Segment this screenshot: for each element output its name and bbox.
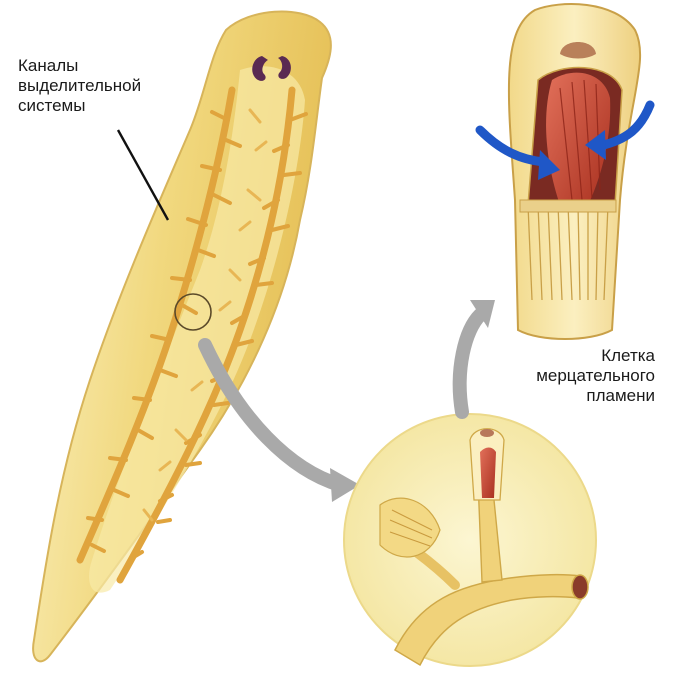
flame-cell-label-line-1: Клетка <box>536 346 655 366</box>
flame-cell-label-line-3: пламени <box>536 386 655 406</box>
enlarged-flame-cell <box>509 4 640 339</box>
flame-cell-label: Клетка мерцательного пламени <box>536 346 655 406</box>
excretory-canals-label-line-1: Каналы <box>18 56 141 76</box>
excretory-canals-label: Каналы выделительной системы <box>18 56 141 116</box>
excretory-canals-label-line-3: системы <box>18 96 141 116</box>
flame-cell-label-line-2: мерцательного <box>536 366 655 386</box>
gray-arrow-to-flame-cell <box>460 300 495 412</box>
canals-pointer-line <box>118 130 168 220</box>
excretory-canals-label-line-2: выделительной <box>18 76 141 96</box>
magnifier-view <box>344 414 596 666</box>
